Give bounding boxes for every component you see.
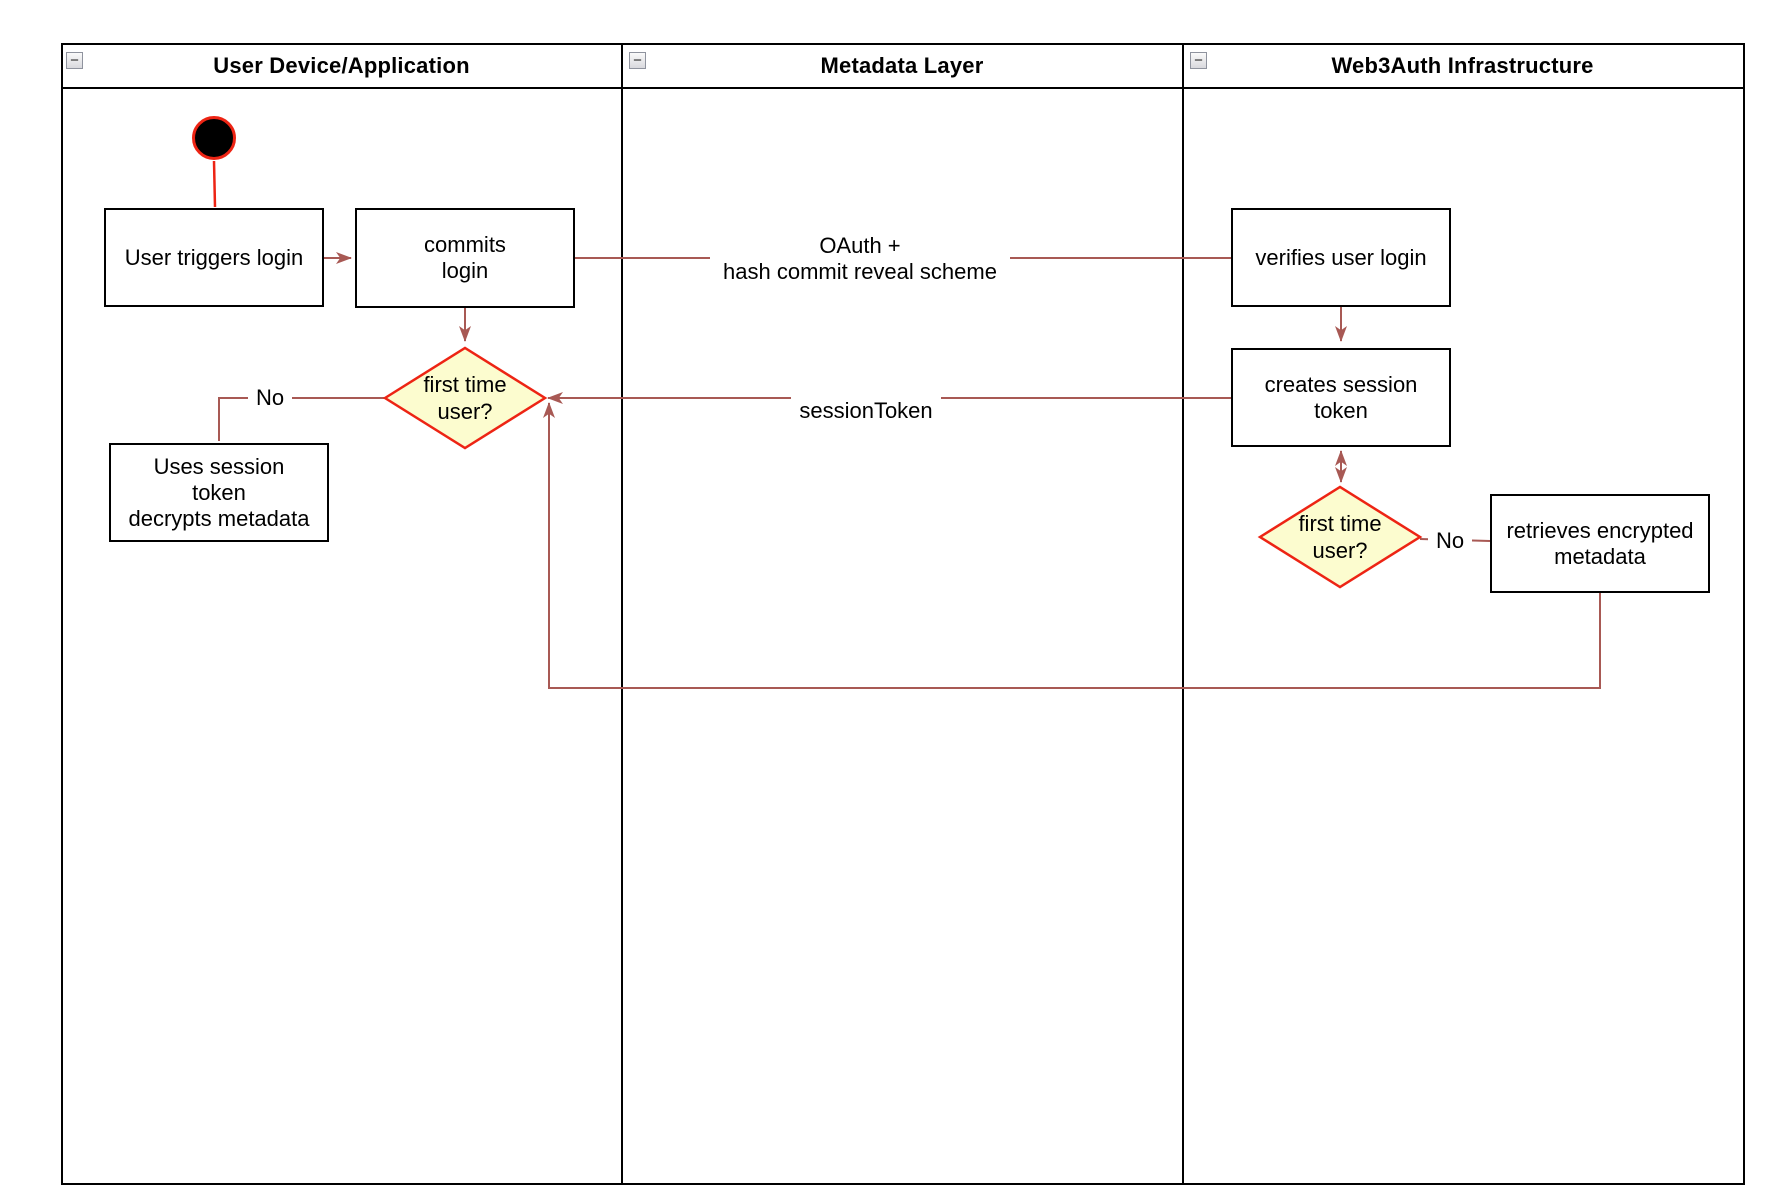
lane-title-user-device: User Device/Application	[213, 53, 470, 78]
collapse-icon[interactable]: −	[1190, 52, 1207, 69]
edge-retrieves-feedback-to-decision1	[543, 402, 1601, 689]
start-node[interactable]	[192, 116, 236, 160]
lane-header-user-device[interactable]: User Device/Application	[61, 43, 622, 89]
edge-label-oauth: OAuth + hash commit reveal scheme	[710, 233, 1010, 285]
edge-label-no-1: No	[248, 385, 292, 410]
lane-title-metadata-layer: Metadata Layer	[820, 53, 984, 78]
decision-first-time-user-2[interactable]	[1257, 485, 1423, 589]
lane-title-web3auth-infrastructure: Web3Auth Infrastructure	[1331, 53, 1594, 78]
node-label: creates session token	[1264, 371, 1418, 423]
edge-decision1-no-to-uses-session	[218, 397, 385, 441]
node-commits-login[interactable]: commits login	[355, 208, 575, 308]
edge-label-no-2: No	[1428, 528, 1472, 553]
lane-header-web3auth-infrastructure[interactable]: Web3Auth Infrastructure	[1182, 43, 1743, 89]
node-label: Uses session token decrypts metadata	[128, 453, 310, 531]
node-label: User triggers login	[124, 244, 304, 270]
lane-header-divider	[61, 87, 1743, 89]
decision-first-time-user-1[interactable]	[382, 346, 548, 450]
node-verifies-user-login[interactable]: verifies user login	[1231, 208, 1451, 307]
edge-label-sessiontoken: sessionToken	[791, 396, 941, 426]
collapse-icon[interactable]: −	[629, 52, 646, 69]
node-user-triggers-login[interactable]: User triggers login	[104, 208, 324, 307]
node-creates-session-token[interactable]: creates session token	[1231, 348, 1451, 447]
node-retrieves-encrypted-metadata[interactable]: retrieves encrypted metadata	[1490, 494, 1710, 593]
edge-start-to-user-triggers-login	[212, 160, 217, 208]
node-label: verifies user login	[1255, 244, 1427, 270]
node-label: commits login	[424, 232, 506, 283]
collapse-icon[interactable]: −	[66, 52, 83, 69]
lane-header-metadata-layer[interactable]: Metadata Layer	[622, 43, 1182, 89]
lane-divider	[1182, 43, 1184, 1183]
node-label: retrieves encrypted metadata	[1506, 517, 1694, 569]
node-uses-session-token[interactable]: Uses session token decrypts metadata	[109, 443, 329, 542]
lane-divider	[621, 43, 623, 1183]
